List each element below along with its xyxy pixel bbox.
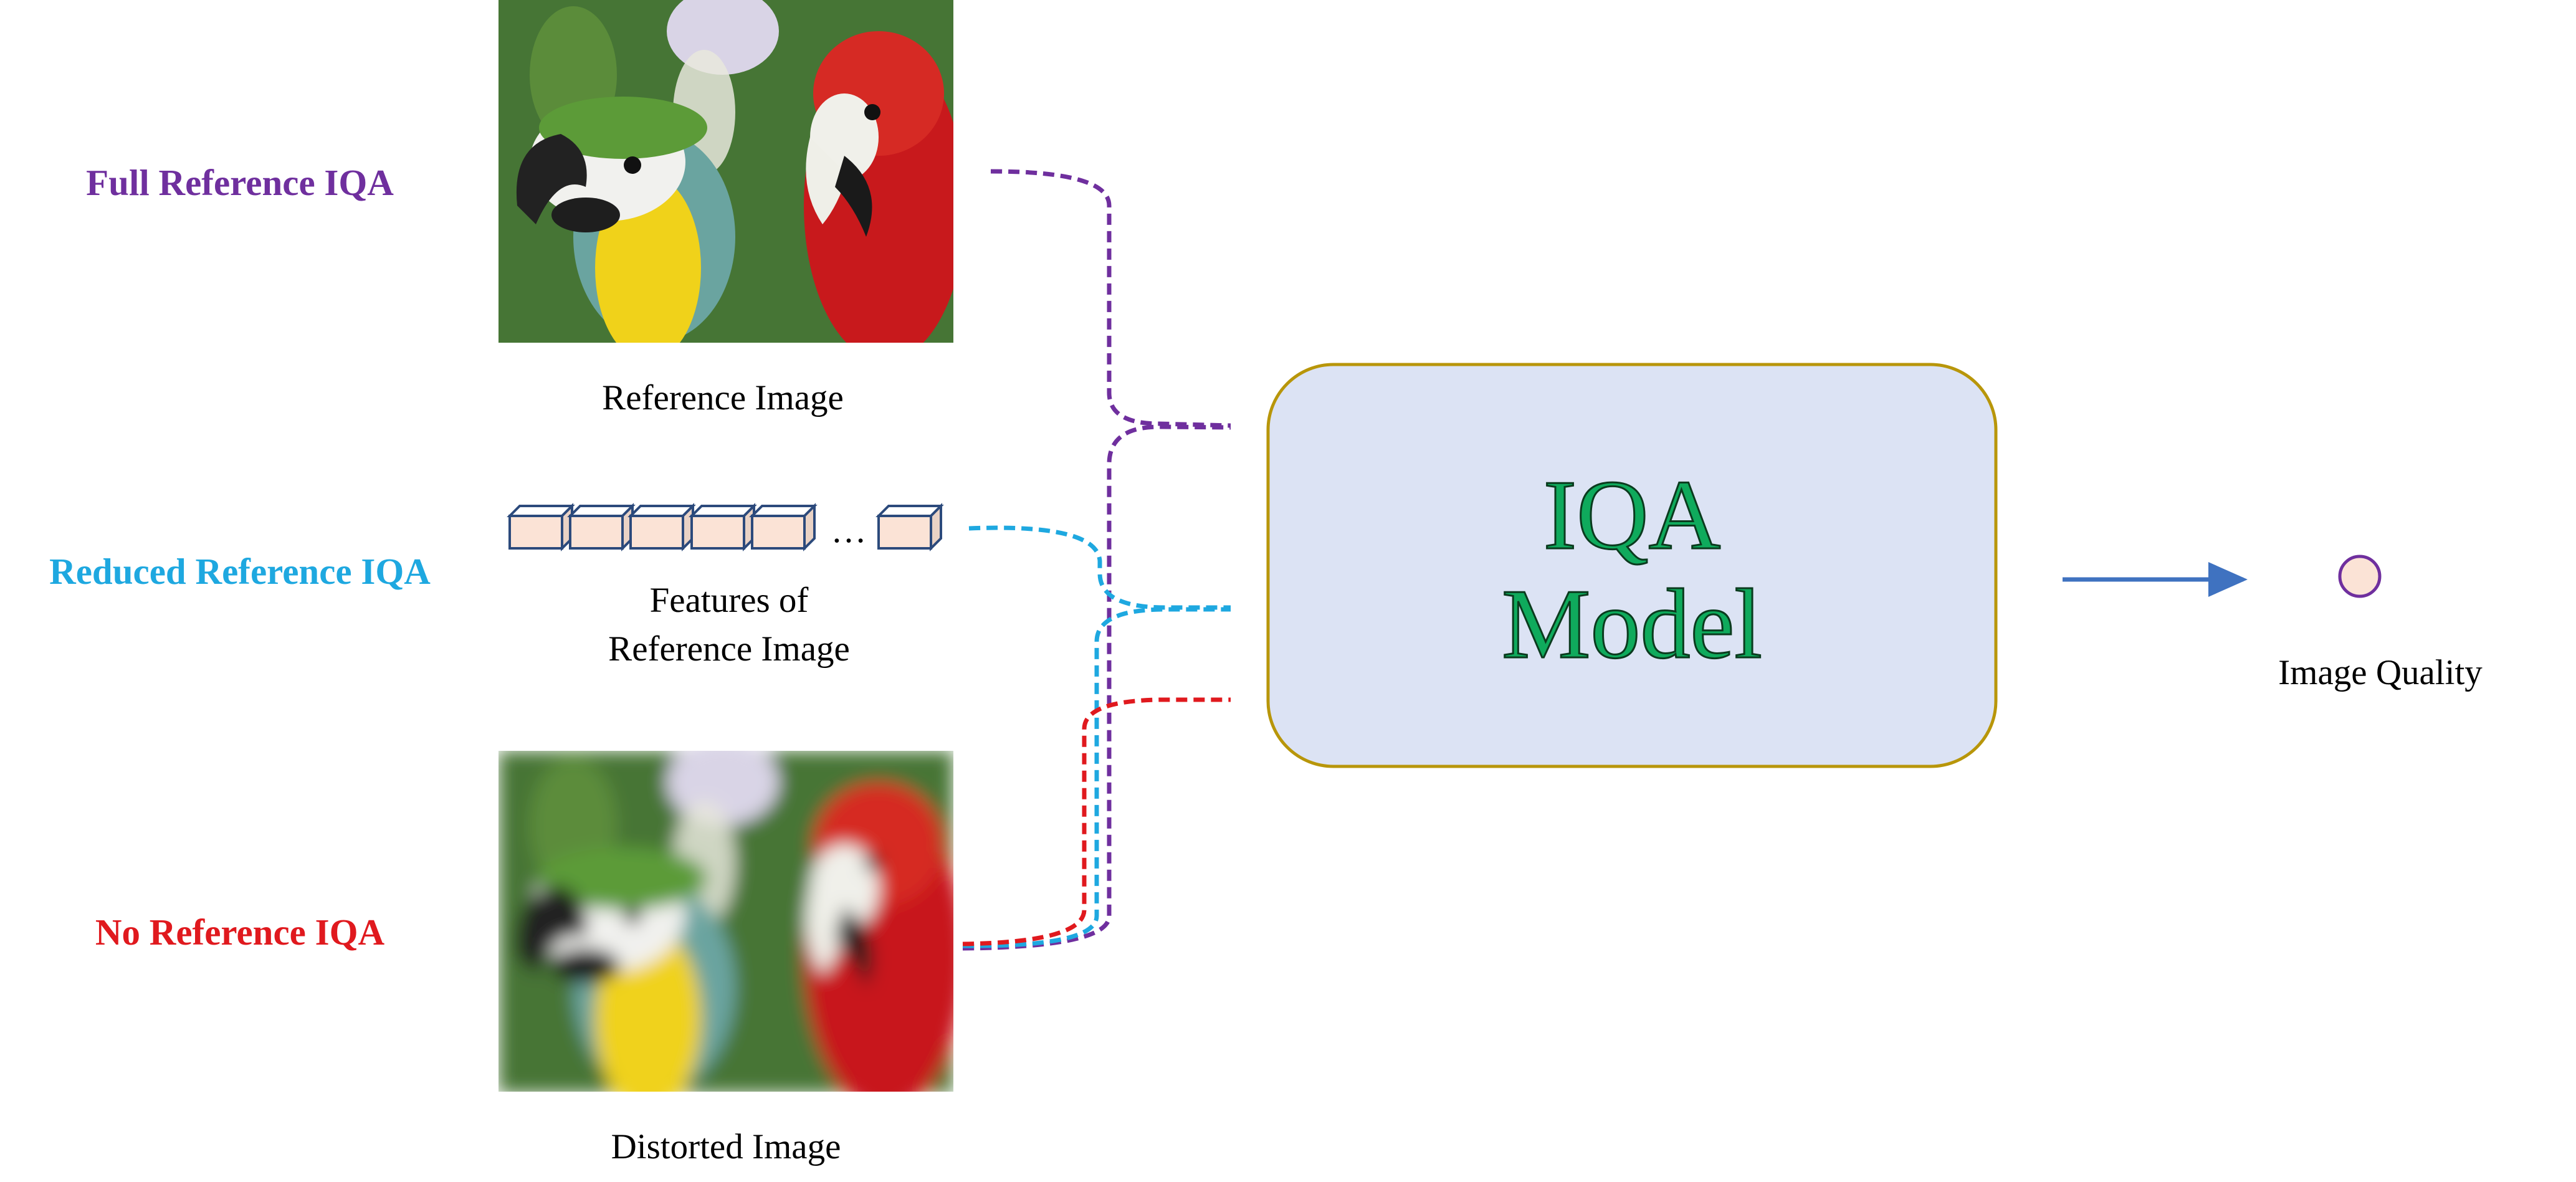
no-reference-iqa-label: No Reference IQA (95, 912, 385, 953)
reduced-reference-connector-bottom (962, 607, 1231, 948)
no-reference-connector (962, 697, 1231, 946)
iqa-model-title-line1: IQA (1543, 459, 1720, 570)
feature-cube (689, 503, 757, 551)
feature-cube (875, 503, 944, 551)
reference-image (499, 0, 953, 343)
image-quality-node (2338, 555, 2382, 598)
reference-image-caption: Reference Image (602, 378, 844, 417)
feature-cube (507, 503, 575, 551)
full-reference-iqa-label: Full Reference IQA (86, 162, 394, 203)
feature-cube (749, 503, 818, 551)
image-quality-caption: Image Quality (2278, 653, 2483, 692)
feature-cube (627, 503, 696, 551)
features-caption-line1: Features of (650, 581, 809, 620)
distorted-image (499, 751, 953, 1092)
reduced-reference-connector-top (968, 525, 1231, 610)
feature-cubes (507, 503, 944, 551)
iqa-model-title-line2: Model (1502, 568, 1762, 679)
iqa-model-box (1266, 363, 1998, 768)
full-reference-connector-top (990, 169, 1231, 428)
feature-cube (567, 503, 636, 551)
feature-ellipsis: … (831, 511, 867, 550)
reduced-reference-iqa-label: Reduced Reference IQA (49, 551, 431, 592)
features-caption-line2: Reference Image (608, 629, 850, 669)
distorted-image-caption: Distorted Image (611, 1127, 841, 1166)
